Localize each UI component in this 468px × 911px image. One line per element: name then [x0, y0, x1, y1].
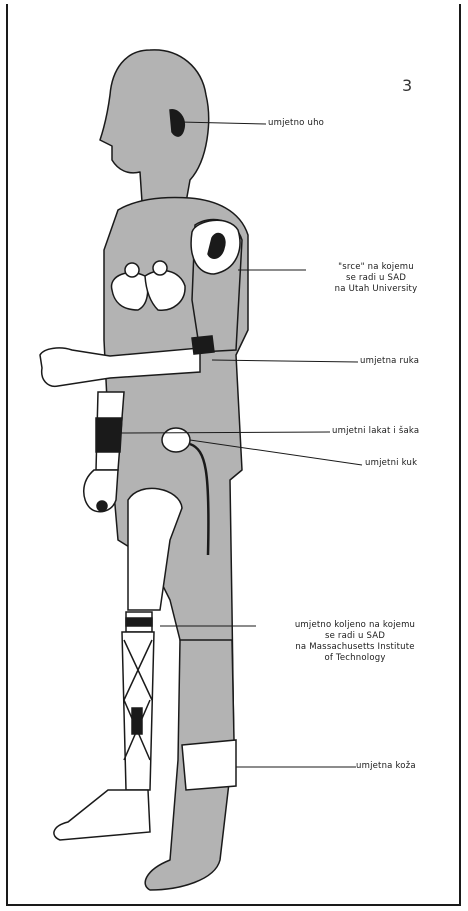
label-skin: umjetna koža [356, 761, 416, 772]
label-heart-line2: se radi u SAD [316, 273, 436, 284]
label-knee-line3: na Massachusetts Institute [250, 642, 460, 653]
head [100, 50, 209, 208]
label-ear: umjetno uho [268, 118, 324, 129]
label-heart-line1: "srce" na kojemu [316, 262, 436, 273]
label-knee-line2: se radi u SAD [250, 631, 460, 642]
label-heart-line3: na Utah University [316, 284, 436, 295]
figure-number: 3 [402, 76, 412, 95]
label-hip: umjetni kuk [365, 458, 417, 469]
label-heart: "srce" na kojemu se radi u SAD na Utah U… [316, 262, 436, 295]
label-arm: umjetna ruka [360, 356, 419, 367]
label-elbow-hand: umjetni lakat i šaka [332, 426, 419, 437]
label-knee-line1: umjetno koljeno na kojemu [250, 620, 460, 631]
skin-patch [182, 740, 236, 790]
label-knee: umjetno koljeno na kojemu se radi u SAD … [250, 620, 460, 664]
label-knee-line4: of Technology [250, 653, 460, 664]
leg-prosthesis [54, 488, 182, 840]
